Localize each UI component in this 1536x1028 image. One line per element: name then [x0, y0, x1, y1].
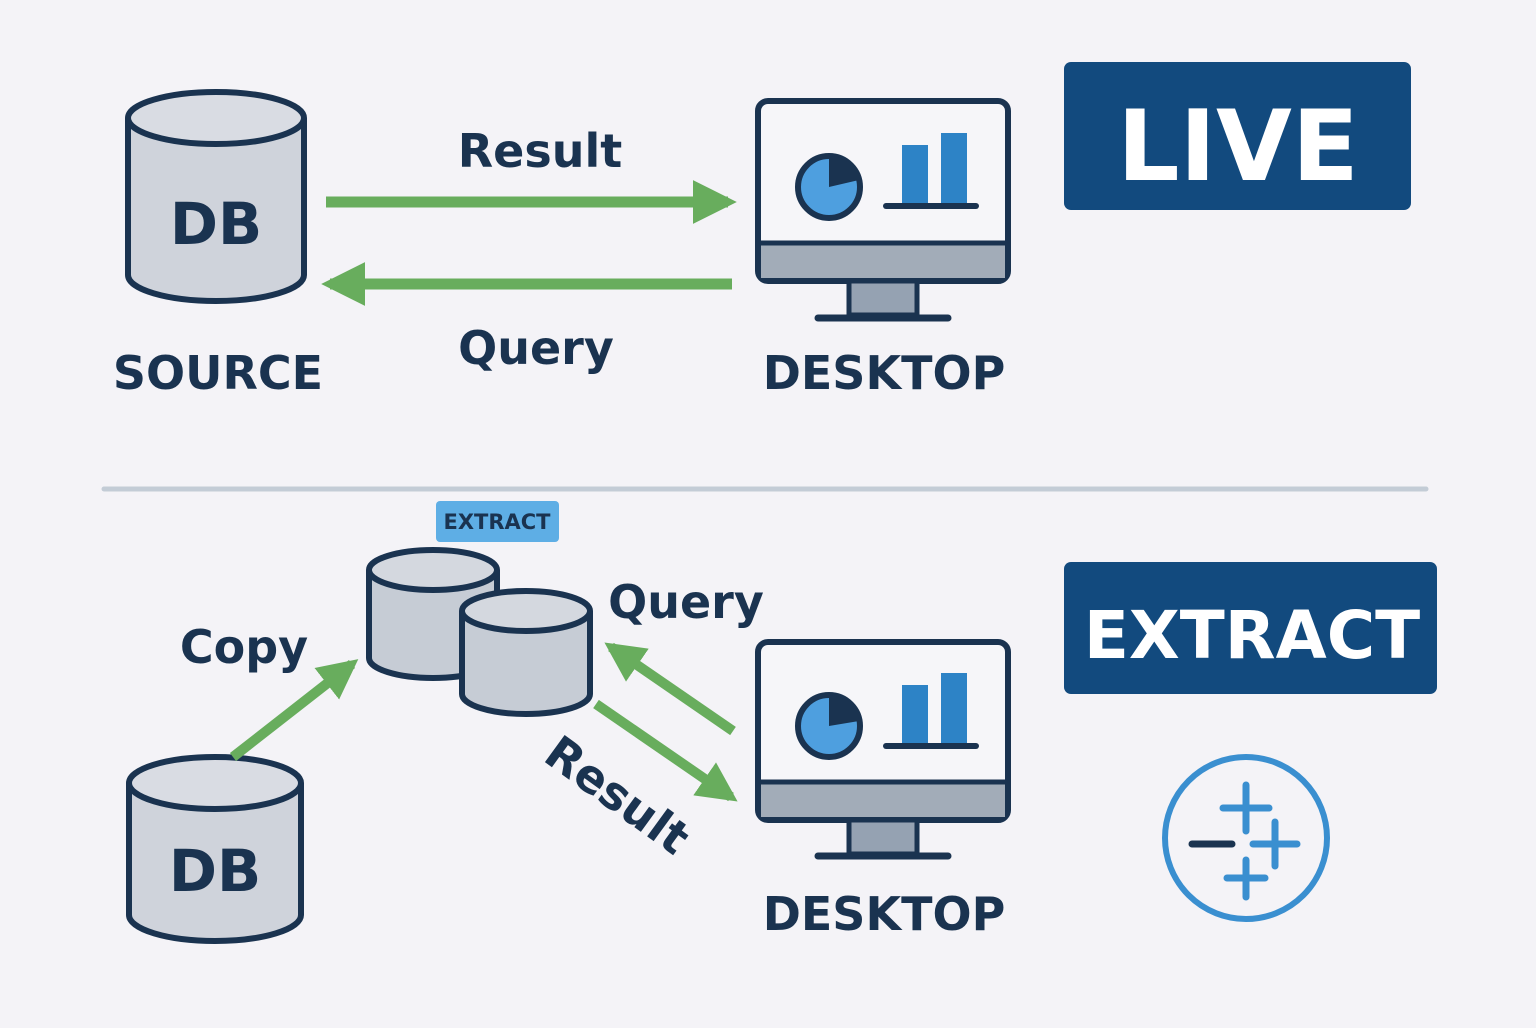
database-icon	[125, 89, 307, 304]
desktop-monitor-icon	[755, 98, 1011, 322]
extract-db-label: DB	[169, 837, 261, 905]
live-badge: LIVE	[1064, 62, 1411, 210]
extract-badge-text: EXTRACT	[1084, 597, 1420, 674]
pie-chart-icon	[795, 692, 863, 760]
live-desktop	[755, 98, 1011, 322]
bar-chart-icon	[883, 673, 979, 749]
live-badge-text: LIVE	[1117, 90, 1359, 204]
database-icon	[459, 588, 593, 717]
extract-source-db: DB	[126, 754, 304, 944]
extract-result-label: Result	[535, 725, 700, 865]
bar-chart-icon	[883, 133, 979, 209]
live-source-db: DB	[125, 89, 307, 304]
copy-arrow	[229, 659, 359, 761]
extract-result-arrow	[593, 699, 738, 802]
live-desktop-caption: DESKTOP	[763, 346, 1006, 400]
extract-badge: EXTRACT	[1064, 562, 1437, 694]
database-icon	[126, 754, 304, 944]
live-source-caption: SOURCE	[113, 346, 323, 400]
extract-query-label: Query	[608, 575, 764, 629]
live-result-label: Result	[458, 124, 623, 178]
extract-tag: EXTRACT	[436, 501, 559, 542]
copy-label: Copy	[180, 620, 308, 674]
pie-chart-icon	[795, 153, 863, 221]
extract-desktop	[755, 639, 1011, 860]
extract-tag-text: EXTRACT	[443, 510, 551, 534]
extract-data-store	[366, 547, 593, 717]
tableau-logo-icon	[1162, 754, 1330, 922]
live-db-label: DB	[170, 190, 262, 258]
extract-query-arrow	[604, 642, 736, 736]
live-query-label: Query	[458, 321, 614, 375]
extract-desktop-caption: DESKTOP	[763, 887, 1006, 941]
desktop-monitor-icon	[755, 639, 1011, 860]
